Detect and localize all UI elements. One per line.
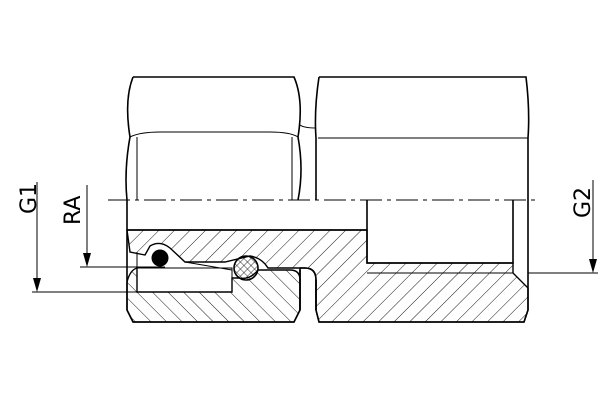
hatched-section <box>126 200 529 323</box>
label-ra: RA <box>61 196 86 225</box>
dimension-ra: RA <box>61 185 165 268</box>
cutting-ring <box>233 255 259 281</box>
o-ring-black <box>151 249 169 267</box>
dimension-g2: G2 <box>528 180 598 274</box>
dimension-g1: G1 <box>17 182 232 293</box>
label-g1: G1 <box>17 183 42 214</box>
label-g2: G2 <box>571 187 596 218</box>
